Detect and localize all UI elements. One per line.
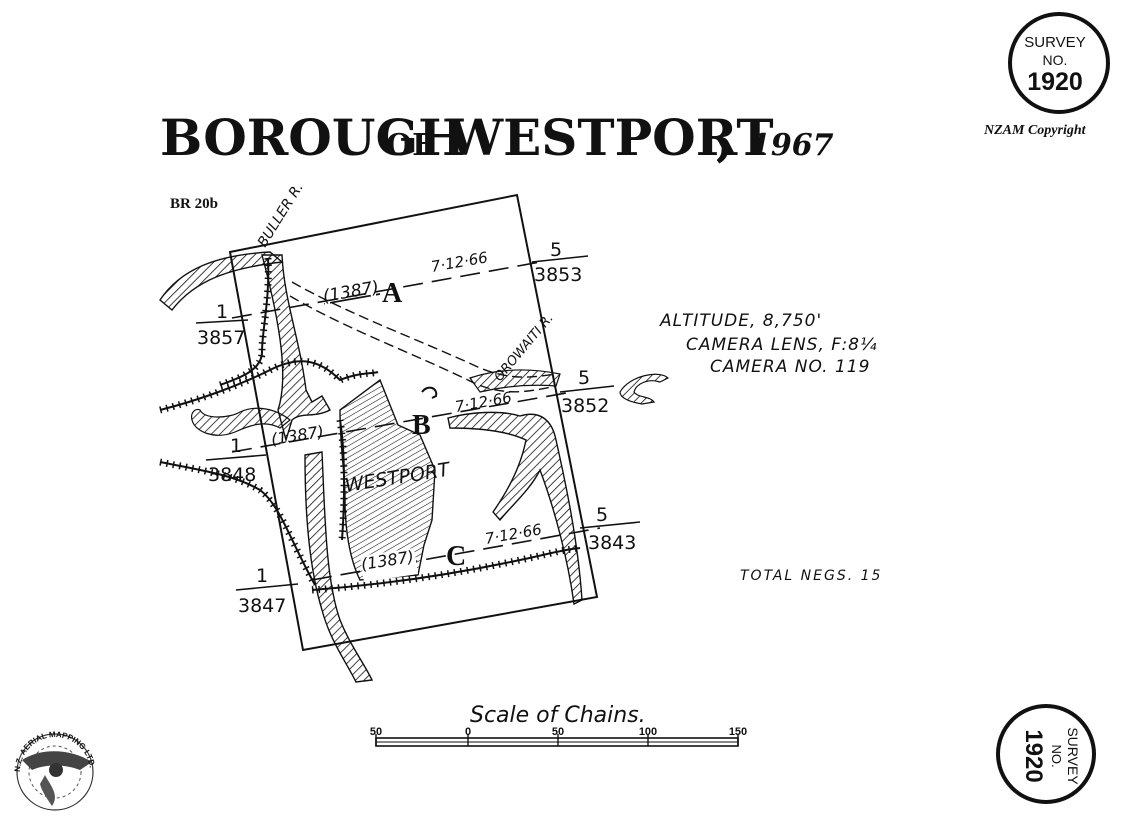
stamp-bottom-line1: SURVEY bbox=[1065, 727, 1081, 785]
run-c-start-number: 1 bbox=[256, 565, 268, 587]
run-a-letter: A bbox=[382, 278, 403, 309]
scale-tick-label: 100 bbox=[639, 726, 657, 738]
stamp-top-number: 1920 bbox=[1027, 68, 1083, 96]
run-b-start-negative: 3848 bbox=[208, 464, 256, 486]
run-c-letter: C bbox=[446, 541, 466, 572]
stamp-top-line2: NO. bbox=[1043, 52, 1068, 68]
total-negatives-text: TOTAL NEGS. 15 bbox=[740, 568, 882, 584]
orowaiti-loop bbox=[619, 373, 670, 405]
orowaiti-river bbox=[289, 281, 557, 393]
run-b-start-number: 1 bbox=[230, 435, 242, 457]
scale-tick-label: 50 bbox=[370, 726, 382, 738]
stamp-top-line1: SURVEY bbox=[1024, 34, 1085, 51]
railway-lines bbox=[159, 257, 581, 594]
stamp-bottom-number: 1920 bbox=[1020, 729, 1047, 782]
map-title: BOROUGH OF WESTPORT , 1967 bbox=[160, 108, 834, 167]
title-comma: , bbox=[716, 108, 733, 167]
scale-tick-label: 50 bbox=[552, 726, 564, 738]
title-year: 1967 bbox=[750, 128, 834, 163]
title-place: WESTPORT bbox=[446, 108, 774, 167]
run-a-start-negative: 3857 bbox=[197, 327, 245, 349]
stamp-bottom-line2: NO. bbox=[1049, 744, 1064, 767]
run-c-end-negative: 3843 bbox=[588, 532, 636, 554]
orowaiti-mouth bbox=[469, 369, 561, 393]
sheet-reference: BR 20b bbox=[170, 196, 218, 212]
scale-label: Scale of Chains. bbox=[470, 703, 646, 728]
camera-number-text: CAMERA NO. 119 bbox=[710, 357, 870, 377]
flight-info: ALTITUDE, 8,750' CAMERA LENS, F:8¼ CAMER… bbox=[659, 311, 882, 584]
scale-bar: Scale of Chains. 50 0 50 100 150 bbox=[370, 703, 747, 747]
run-a-number: (1387) bbox=[321, 277, 380, 307]
buller-river bbox=[261, 254, 331, 443]
run-a-end-negative: 3853 bbox=[534, 264, 582, 286]
title-of: OF bbox=[386, 128, 433, 163]
scale-tick-label: 0 bbox=[465, 726, 471, 738]
run-b-date: 7·12·66 bbox=[454, 388, 514, 416]
scale-tick-label: 150 bbox=[729, 726, 747, 738]
run-a-date: 7·12·66 bbox=[430, 248, 490, 276]
survey-stamp-top: SURVEY NO. 1920 bbox=[1008, 12, 1110, 114]
run-a-start-number: 1 bbox=[216, 301, 228, 323]
estuary bbox=[447, 411, 583, 606]
buller-lower-channel bbox=[304, 451, 374, 683]
title-main: BOROUGH bbox=[160, 108, 465, 167]
small-creek bbox=[421, 386, 438, 399]
buller-river-label: BULLER R. bbox=[255, 180, 307, 250]
run-b-end-negative: 3852 bbox=[561, 395, 609, 417]
copyright-text: NZAM Copyright bbox=[983, 123, 1087, 138]
altitude-text: ALTITUDE, 8,750' bbox=[659, 311, 822, 331]
camera-lens-text: CAMERA LENS, F:8¼ bbox=[686, 335, 877, 355]
run-c-end-number: 5 bbox=[596, 504, 608, 526]
buller-lagoon bbox=[191, 407, 291, 436]
run-b-letter: B bbox=[412, 410, 431, 441]
company-logo: N.Z. AERIAL MAPPING LTD. bbox=[13, 730, 97, 811]
run-a-end-number: 5 bbox=[550, 239, 562, 261]
survey-stamp-bottom: SURVEY NO. 1920 bbox=[996, 704, 1096, 804]
run-b-end-number: 5 bbox=[578, 367, 590, 389]
run-c-start-negative: 3847 bbox=[238, 595, 286, 617]
